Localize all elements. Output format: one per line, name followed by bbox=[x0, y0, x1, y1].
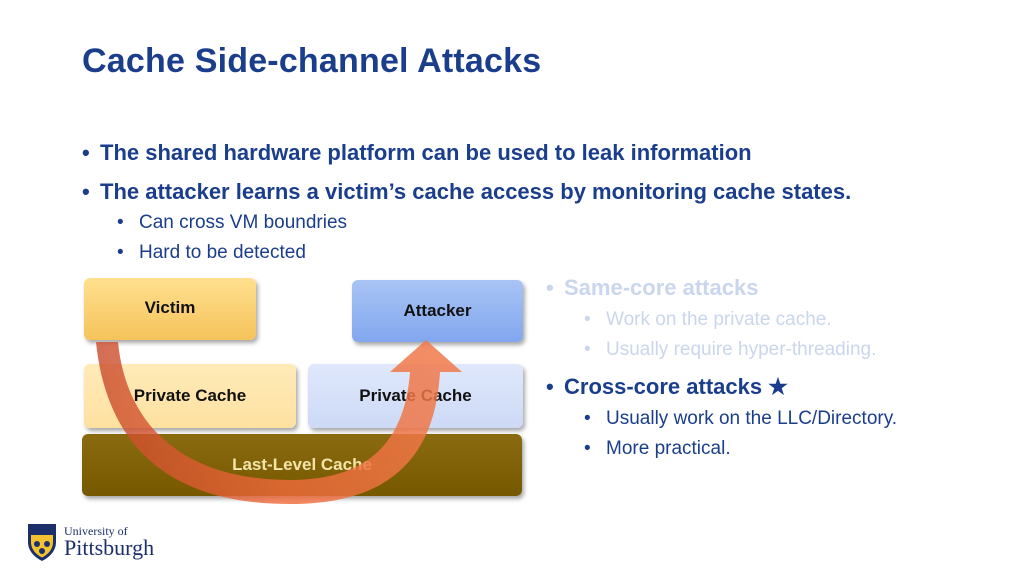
bullet-2: •The attacker learns a victim’s cache ac… bbox=[82, 179, 852, 204]
sub-bullet-1-text: Can cross VM boundries bbox=[139, 212, 348, 233]
cross-core-item-1-text: Usually work on the LLC/Directory. bbox=[606, 408, 898, 429]
private-cache-right-box: Private Cache bbox=[308, 364, 523, 428]
slide-title: Cache Side-channel Attacks bbox=[82, 42, 542, 80]
bullet-1: •The shared hardware platform can be use… bbox=[82, 140, 752, 165]
victim-box: Victim bbox=[84, 278, 256, 340]
cross-core-item-1: •Usually work on the LLC/Directory. bbox=[584, 408, 898, 429]
logo-line-1: University of bbox=[64, 524, 128, 538]
same-core-item-1: •Work on the private cache. bbox=[584, 309, 832, 330]
private-cache-left-label: Private Cache bbox=[133, 386, 247, 405]
sub-bullet-2: •Hard to be detected bbox=[117, 242, 306, 263]
private-cache-right-label: Private Cache bbox=[359, 386, 472, 405]
llc-label: Last-Level Cache bbox=[232, 455, 372, 474]
same-core-heading-text: Same-core attacks bbox=[564, 275, 759, 300]
same-core-heading: •Same-core attacks bbox=[546, 275, 759, 300]
star-icon: ★ bbox=[768, 374, 788, 399]
same-core-item-2-text: Usually require hyper-threading. bbox=[606, 339, 877, 360]
sub-bullet-2-text: Hard to be detected bbox=[139, 242, 306, 263]
sub-bullet-1: •Can cross VM boundries bbox=[117, 212, 348, 233]
logo-line-2: Pittsburgh bbox=[64, 535, 155, 560]
cross-core-item-2: •More practical. bbox=[584, 438, 731, 459]
attacker-label: Attacker bbox=[403, 301, 472, 320]
same-core-item-2: •Usually require hyper-threading. bbox=[584, 339, 877, 360]
cross-core-heading: •Cross-core attacks★ bbox=[546, 374, 788, 399]
bullet-1-text: The shared hardware platform can be used… bbox=[100, 140, 752, 165]
attacker-box: Attacker bbox=[352, 280, 523, 342]
cross-core-item-2-text: More practical. bbox=[606, 438, 731, 459]
cross-core-heading-text: Cross-core attacks bbox=[564, 374, 763, 399]
shield-icon bbox=[28, 524, 56, 561]
university-logo: University of Pittsburgh bbox=[26, 522, 154, 562]
bullet-2-text: The attacker learns a victim’s cache acc… bbox=[100, 179, 852, 204]
same-core-item-1-text: Work on the private cache. bbox=[606, 309, 832, 330]
last-level-cache-box: Last-Level Cache bbox=[82, 434, 522, 496]
private-cache-left-box: Private Cache bbox=[84, 364, 296, 428]
victim-label: Victim bbox=[144, 298, 196, 317]
